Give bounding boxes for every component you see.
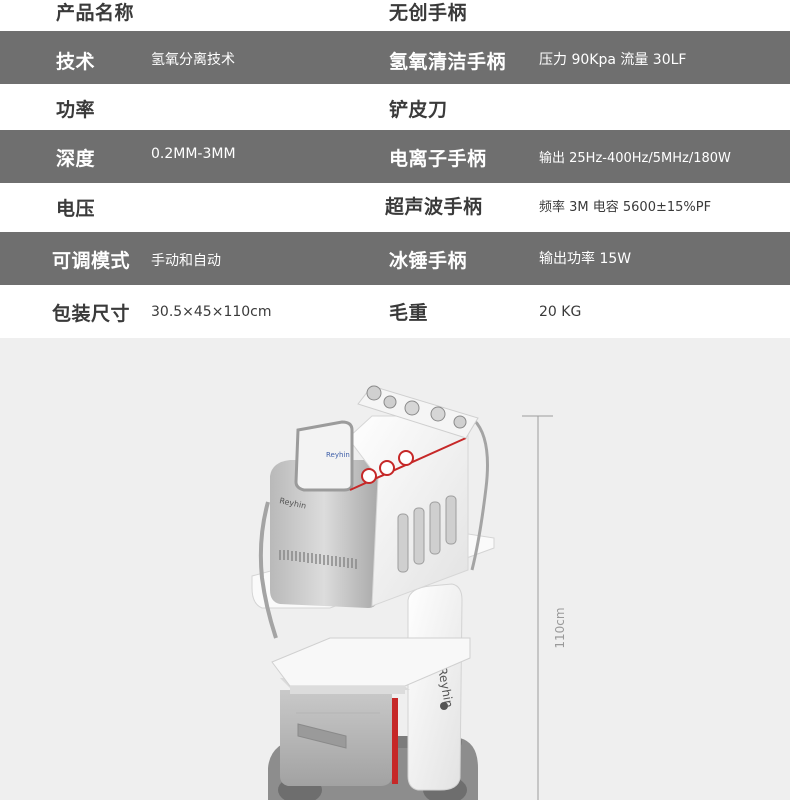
console-body: Reyhin Reyhin [270, 415, 469, 608]
spec-row-voltage: 电压 超声波手柄 频率 3M 电容 5600±15%PF [0, 183, 790, 232]
cable [258, 501, 278, 639]
spec-label-hydro-oxygen-handle: 氢氧清洁手柄 [389, 51, 507, 73]
spec-table: 产品名称 无创手柄 技术 氢氧分离技术 氢氧清洁手柄 压力 90Kpa 流量 3… [0, 0, 790, 338]
spec-row-technology: 技术 氢氧分离技术 氢氧清洁手柄 压力 90Kpa 流量 30LF [0, 31, 790, 84]
drawer-unit [280, 678, 410, 786]
height-dimension-line [522, 415, 553, 800]
spec-value-gross-weight: 20 KG [539, 304, 582, 320]
spec-label-ultrasonic-handle: 超声波手柄 [385, 196, 483, 218]
product-illustration: Reyhin Reyhin Rey [251, 385, 567, 800]
spec-row-package-size: 包装尺寸 30.5×45×110cm 毛重 20 KG [0, 285, 790, 338]
screen-brand-text: Reyhin [326, 451, 350, 459]
product-figure: Reyhin Reyhin Rey [0, 338, 790, 800]
spec-label-power: 功率 [56, 99, 96, 121]
spec-label-package-size: 包装尺寸 [52, 303, 131, 325]
handpiece-rack [357, 385, 479, 439]
spec-label-ion-handle: 电离子手柄 [389, 148, 487, 170]
spec-label-ice-hammer-handle: 冰锤手柄 [389, 250, 468, 272]
spec-value-mode: 手动和自动 [151, 253, 221, 269]
trolley-column: Reyhin [407, 583, 463, 791]
spec-value-ice-hammer-handle: 输出功率 15W [539, 251, 632, 267]
spec-label-product-name: 产品名称 [56, 2, 135, 24]
column-brand-text: Reyhin [435, 666, 456, 709]
spec-row-power: 功率 铲皮刀 [0, 84, 790, 130]
spec-value-package-size: 30.5×45×110cm [151, 304, 272, 320]
spec-value-depth: 0.2MM-3MM [151, 146, 236, 162]
spec-value-ion-handle: 输出 25Hz-400Hz/5MHz/180W [539, 151, 731, 166]
spec-row-product-name: 产品名称 无创手柄 [0, 0, 790, 31]
spec-value-technology: 氢氧分离技术 [151, 52, 235, 68]
spec-label-technology: 技术 [56, 51, 96, 73]
height-label: 110cm [553, 607, 567, 648]
spec-row-depth: 深度 0.2MM-3MM 电离子手柄 输出 25Hz-400Hz/5MHz/18… [0, 130, 790, 183]
spec-value-hydro-oxygen-handle: 压力 90Kpa 流量 30LF [539, 52, 687, 68]
spec-value-ultrasonic-handle: 频率 3M 电容 5600±15%PF [539, 200, 712, 215]
spec-label-voltage: 电压 [56, 198, 96, 220]
spec-label-noninvasive-handle: 无创手柄 [389, 2, 468, 24]
spec-label-scraper: 铲皮刀 [389, 99, 448, 121]
spec-row-mode: 可调模式 手动和自动 冰锤手柄 输出功率 15W [0, 232, 790, 285]
spec-label-mode: 可调模式 [52, 250, 131, 272]
middle-tray [271, 637, 471, 694]
spec-label-depth: 深度 [56, 148, 96, 170]
console-screen [294, 420, 354, 492]
spec-label-gross-weight: 毛重 [389, 302, 429, 324]
